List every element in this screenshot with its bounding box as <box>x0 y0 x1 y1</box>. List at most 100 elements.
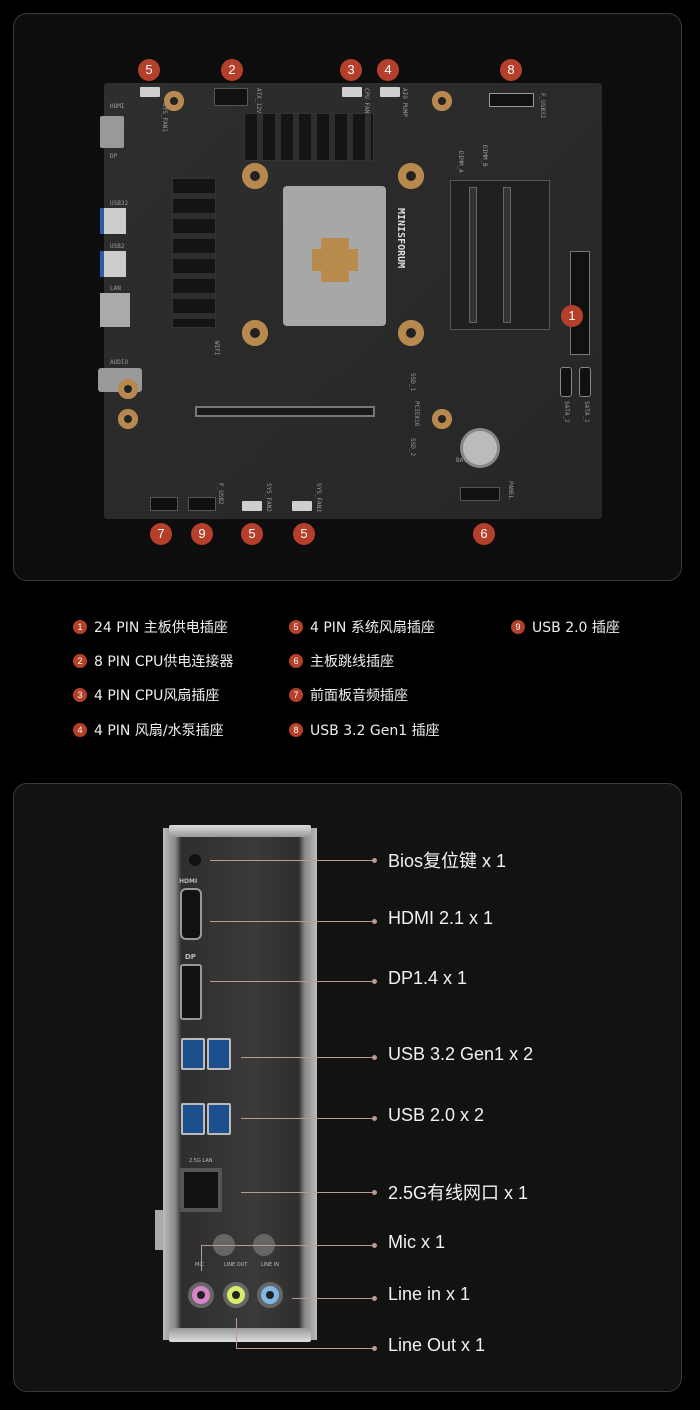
vrm-heatsink-left <box>172 178 216 328</box>
usb2-port <box>207 1103 231 1135</box>
label: 9 <box>511 620 525 634</box>
port-label-line-out: Line Out x 1 <box>388 1335 486 1355</box>
label: ATX_12V <box>255 88 262 114</box>
label: 前面板音频插座 <box>310 688 408 704</box>
label: 4 <box>73 723 87 737</box>
badge-panel: 6 <box>473 523 495 545</box>
atx-24pin <box>570 251 590 355</box>
label: MIC <box>195 1262 205 1268</box>
label: SSD_2 <box>409 438 416 457</box>
label: 1 <box>73 620 87 634</box>
pcie-slot <box>195 406 375 417</box>
legend-item: 2 8 PIN CPU供电连接器 <box>73 651 233 671</box>
legend-item: 8 USB 3.2 Gen1 插座 <box>289 720 440 740</box>
label: SATA_2 <box>563 401 570 423</box>
usb32-port <box>181 1038 205 1070</box>
lan-port <box>180 1168 222 1212</box>
label: 7 <box>289 688 303 702</box>
label: 8 <box>289 723 303 737</box>
label: PCIEX16 <box>413 401 420 427</box>
badge-sys-fan2: 5 <box>241 523 263 545</box>
badge-atx-24pin: 1 <box>561 305 583 327</box>
badge-front-audio: 7 <box>150 523 172 545</box>
f-usb32-header <box>489 93 534 107</box>
legend-item: 3 4 PIN CPU风扇插座 <box>73 685 219 705</box>
label: 8 PIN CPU供电连接器 <box>94 654 234 670</box>
label: USB2 <box>110 243 125 250</box>
port-label-usb32: USB 3.2 Gen1 x 2 <box>388 1044 534 1064</box>
badge-sys-fan3: 5 <box>293 523 315 545</box>
port-label-line-in: Line in x 1 <box>388 1284 471 1304</box>
cpu <box>283 186 386 326</box>
label: DIMM_A <box>457 151 464 173</box>
usb2-port <box>181 1103 205 1135</box>
label: DP <box>185 953 196 961</box>
usb2-port <box>100 251 126 277</box>
label: USB 3.2 Gen1 插座 <box>310 723 440 739</box>
legend-item: 7 前面板音频插座 <box>289 685 408 705</box>
mic-jack <box>188 1282 214 1308</box>
line-out-jack <box>223 1282 249 1308</box>
usb32-port <box>100 208 126 234</box>
label: 4 PIN 风扇/水泵插座 <box>94 723 224 739</box>
label: 6 <box>289 654 303 668</box>
label: DIMM_B <box>481 145 488 167</box>
badge-sys-fan1: 5 <box>138 59 160 81</box>
label: HDMI <box>179 878 198 885</box>
label: LINE IN <box>261 1262 279 1268</box>
label: AUDIO <box>110 359 129 366</box>
label: F_USB32 <box>539 93 546 119</box>
sata-port <box>579 367 591 397</box>
brand-silkscreen: MINISFORUM <box>395 208 406 269</box>
label: CPU FAN <box>363 88 370 114</box>
io-shield: HDMI DP 2.5G LAN MIC LINE OUT LINE IN <box>155 825 317 1342</box>
label: 主板跳线插座 <box>310 654 394 670</box>
displayport <box>180 964 202 1020</box>
hdmi-port <box>180 888 202 940</box>
label: 4 PIN CPU风扇插座 <box>94 688 220 704</box>
cmos-battery <box>460 428 500 468</box>
port-label-bios-reset: Bios复位键 x 1 <box>388 851 507 871</box>
port-label-mic: Mic x 1 <box>388 1232 446 1252</box>
label: WIFI <box>213 341 220 356</box>
port-label-hdmi: HDMI 2.1 x 1 <box>388 908 494 928</box>
label: BAT <box>456 457 467 464</box>
label: SATA_1 <box>583 401 590 423</box>
bios-reset-button <box>189 854 201 866</box>
badge-f-usb2: 9 <box>191 523 213 545</box>
label: LAN <box>110 285 121 292</box>
hdmi-port <box>100 116 124 148</box>
port-label-dp: DP1.4 x 1 <box>388 968 468 988</box>
vrm-heatsink-top <box>244 113 374 161</box>
badge-aio-pump: 4 <box>377 59 399 81</box>
port-label-lan: 2.5G有线网口 x 1 <box>388 1183 529 1203</box>
motherboard-image: MINISFORUM HDMI DP USB32 USB2 LAN AUDIO … <box>98 83 602 519</box>
label: LINE OUT <box>224 1262 248 1268</box>
label: 2.5G LAN <box>189 1158 213 1164</box>
port-label-usb2: USB 2.0 x 2 <box>388 1105 485 1125</box>
label: USB32 <box>110 200 129 207</box>
label: SYS_FAN2 <box>265 483 272 512</box>
label: SYS_FAN3 <box>315 483 322 512</box>
label: PANEL <box>507 481 514 500</box>
label: DP <box>110 153 118 160</box>
legend-item: 6 主板跳线插座 <box>289 651 394 671</box>
sata-port <box>560 367 572 397</box>
usb32-port <box>207 1038 231 1070</box>
atx-12v-header <box>214 88 248 106</box>
label: 4 PIN 系统风扇插座 <box>310 620 435 636</box>
label: HDMI <box>110 103 125 110</box>
label: AIO PUMP <box>401 88 408 117</box>
ram-slots <box>450 180 550 330</box>
io-panel <box>13 783 682 1392</box>
label: 2 <box>73 654 87 668</box>
label: F_USB2 <box>217 483 224 505</box>
label: 3 <box>73 688 87 702</box>
line-in-jack <box>257 1282 283 1308</box>
badge-f-usb32: 8 <box>500 59 522 81</box>
label: SSD_1 <box>409 373 416 392</box>
badge-cpu-fan: 3 <box>340 59 362 81</box>
